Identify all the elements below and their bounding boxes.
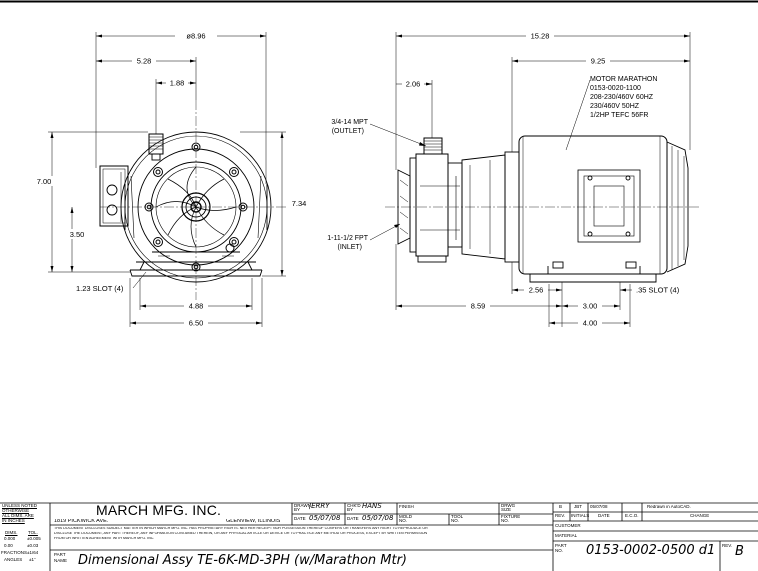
dim-bolt-spacing: 4.88 [189, 302, 204, 311]
front-view [99, 100, 305, 300]
dim-foot-offset: 2.56 [529, 286, 544, 295]
outlet-label-line2: (OUTLET) [332, 128, 364, 135]
checked-date-value: 05/07/08 [362, 515, 394, 522]
outlet-label-line1: 3/4-14 MPT [331, 119, 368, 126]
front-slot-label: 1.23 SLOT (4) [76, 284, 124, 293]
tolerance-value: 0.00 [4, 544, 13, 548]
revision-change: Redrawn in AutoCAD. [647, 505, 691, 509]
title-block: UNLESS NOTED OTHERWISE ALL DIMS. ARE IN … [0, 501, 758, 571]
date-header: DATE [598, 514, 610, 518]
motor-note-line5: 1/2HP TEFC 56FR [590, 112, 649, 119]
tolerance-value: FRACTIONS [1, 551, 28, 555]
disclaimer-line1: THIS DOCUMENT DISCLOSES SUBJECT MATTER I… [54, 527, 428, 530]
drawn-by-label-2: BY [294, 508, 301, 512]
tolerance-tol: ±0.03 [27, 544, 39, 548]
part-number-value: 0153-0002-0500 d1 [586, 544, 716, 558]
inlet-label-line2: (INLET) [338, 244, 363, 251]
tolerance-title-1: UNLESS NOTED [2, 504, 38, 508]
company-address: 1819 PICKWICK AVE. [54, 519, 109, 524]
company-name: MARCH MFG. INC. [96, 503, 222, 518]
drawing-size-label: DRWG [501, 504, 516, 508]
mold-label: MOLD [399, 515, 413, 519]
mold-label-2: NO. [399, 519, 408, 523]
dim-overall-height: 7.00 [37, 177, 52, 186]
side-view [385, 135, 700, 283]
motor-note-line1: MOTOR MARATHON [590, 76, 657, 83]
drawing-size-label-2: SIZE [501, 508, 512, 512]
side-slot-label: .35 SLOT (4) [636, 286, 680, 295]
checked-by-label-2: BY [347, 508, 354, 512]
tolerance-tol: ±0.005 [27, 537, 41, 541]
dim-outlet-offset: 1.88 [170, 79, 185, 88]
material-label: MATERIAL [555, 534, 578, 538]
disclaimer-line3: FROM OR WRITTEN AGREEMENT WITH MARCH MFG… [54, 537, 155, 540]
part-number-label: PART [555, 544, 567, 548]
dim-motor-length: 9.25 [591, 57, 606, 66]
dim-base-width: 6.50 [189, 319, 204, 328]
dim-base-offset: 8.59 [471, 302, 486, 311]
drawn-by-value: JERRY [309, 503, 330, 510]
part-name-label: PART [54, 553, 66, 557]
checked-by-value: HANS [362, 503, 382, 510]
rev-value: B [735, 545, 744, 559]
rev-header: REV. [555, 514, 566, 518]
title-block-grid [0, 502, 758, 571]
dim-foot-spacing: 3.00 [583, 302, 598, 311]
tool-label: TOOL [451, 515, 464, 519]
dim-right-height: 7.34 [292, 199, 307, 208]
motor-note-line4: 230/460V 50HZ [590, 103, 640, 110]
change-header: CHANGE [690, 514, 710, 518]
tool-label-2: NO. [451, 519, 460, 523]
tolerance-tol: ±1° [29, 558, 36, 562]
finish-label: FINISH [399, 505, 414, 509]
part-name-value: Dimensional Assy TE-6K-MD-3PH (w/Maratho… [78, 554, 408, 568]
dim-center-to-left: 5.28 [137, 57, 152, 66]
drawn-date-value: 05/07/08 [309, 515, 341, 522]
dim-outlet-offset-side: 2.06 [406, 80, 421, 89]
revision-date: 05/07/08 [590, 505, 608, 509]
tolerance-title-2: OTHERWISE [2, 509, 30, 513]
disclaimer-line2: DISCLOSE THE DOCUMENT, ANY PART THEREOF,… [54, 532, 428, 535]
part-number-label-2: NO. [555, 549, 564, 553]
company-city: GLENVIEW, ILLINOIS [226, 519, 281, 524]
revision-letter: B [559, 505, 563, 509]
dim-overall-length: 15.28 [531, 32, 550, 41]
customer-label: CUSTOMER [555, 524, 581, 528]
tolerance-tol: ±1/64 [27, 551, 39, 555]
dim-center-height: 3.50 [70, 230, 85, 239]
tolerance-title-4: IN INCHES [2, 519, 25, 523]
tolerance-tol-header: TOL. [28, 531, 38, 535]
drawn-by-label: DRAWN [294, 504, 311, 508]
tolerance-value: ANGLES [4, 558, 23, 562]
tolerance-dims-header: DIMS. [5, 531, 18, 535]
dim-overall-width: ø8.96 [186, 32, 205, 41]
drawn-date-label: DATE [294, 517, 306, 521]
part-name-label-2: NAME [54, 559, 68, 563]
eco-header: E.C.O. [625, 514, 639, 518]
fixture-label-2: NO. [501, 519, 510, 523]
tolerance-title-3: ALL DIMS. ARE [2, 514, 34, 518]
rev-label: REV. [722, 544, 733, 548]
fixture-label: FIXTURE [501, 515, 521, 519]
motor-note-line2: 0153-0020-1100 [590, 85, 641, 92]
motor-note-line3: 208-230/460V 60HZ [590, 94, 654, 101]
checked-by-label: CHK'D [347, 504, 361, 508]
inlet-label-line1: 1-11-1/2 FPT [327, 235, 368, 242]
initials-header: INITIALS [571, 514, 590, 518]
dim-foot-width: 4.00 [583, 319, 598, 328]
revision-initials: JBT [574, 505, 583, 509]
tolerance-value: 0.000 [4, 537, 16, 541]
checked-date-label: DATE [347, 517, 359, 521]
